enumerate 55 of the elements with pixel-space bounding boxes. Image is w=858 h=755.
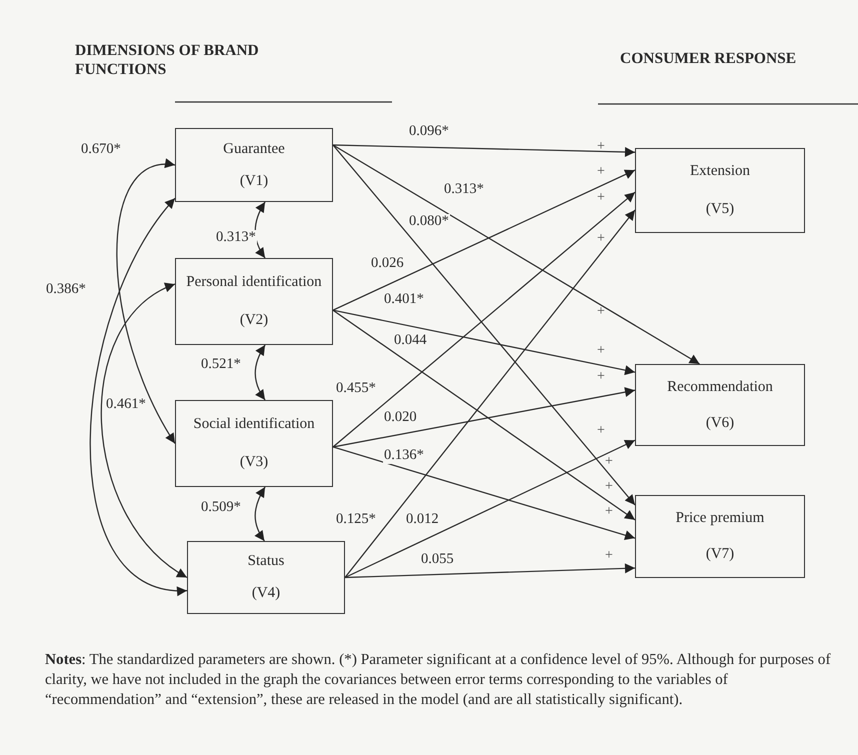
sign-label: + [597, 370, 605, 384]
notes-text: Notes: The standardized parameters are shown. (*) Parameter significant at a confidence level of 95%. Although for purposes of clarity, we have not included in the graph the covariances between error terms corresponding to the variables of “recommendation” and “extension”, these are released in the model (and are all statistically significant). [45, 650, 832, 710]
variable-box [175, 128, 333, 202]
path-arrow [332, 144, 700, 365]
variable-label: Social identification [193, 414, 315, 434]
variable-label: (V5) [706, 200, 734, 219]
edge-label: 0.313* [215, 230, 257, 246]
variable-box [175, 258, 333, 345]
sign-label: + [597, 344, 605, 358]
sign-label: + [605, 549, 613, 563]
path-arrow [344, 440, 636, 578]
path-arrow [344, 210, 636, 578]
path-arrow [332, 446, 636, 540]
variable-box [635, 495, 805, 578]
sign-label: + [597, 191, 605, 205]
sign-label: + [605, 455, 613, 469]
path-arrow [332, 310, 636, 520]
covariance-arrow [254, 344, 266, 400]
sign-label: + [597, 305, 605, 319]
variable-box [635, 364, 805, 446]
column-heading: CONSUMER RESPONSE [620, 50, 798, 69]
variable-label: Guarantee [223, 140, 285, 158]
path-arrow [332, 144, 636, 506]
path-arrow [332, 310, 636, 376]
variable-label: Extension [690, 162, 750, 182]
column-heading: DIMENSIONS OF BRAND FUNCTIONS [75, 42, 260, 80]
sign-label: + [597, 232, 605, 246]
sign-label: + [597, 140, 605, 154]
variable-label: Status [248, 552, 284, 572]
path-arrow [332, 170, 636, 311]
covariance-arrow [100, 284, 188, 578]
variable-label: (V6) [706, 414, 734, 432]
variable-box [175, 400, 333, 487]
variable-label: (V2) [240, 311, 268, 330]
variable-label: (V3) [240, 453, 268, 472]
variable-box [187, 541, 345, 614]
sign-label: + [605, 480, 613, 494]
variable-label: Personal identification [186, 272, 322, 292]
variable-label: Price premium [676, 508, 764, 528]
sign-label: + [597, 424, 605, 438]
path-arrow [344, 563, 636, 578]
path-arrow [332, 144, 636, 157]
path-arrow [332, 192, 636, 448]
covariance-arrow [254, 486, 266, 542]
covariance-arrow [90, 198, 188, 594]
sign-label: + [597, 165, 605, 179]
variable-label: Recommendation [667, 378, 773, 396]
covariance-arrow [116, 160, 176, 444]
variable-label: (V1) [240, 172, 268, 190]
path-arrow [332, 387, 636, 448]
variable-label: (V4) [252, 584, 280, 603]
variable-box [635, 148, 805, 233]
sign-label: + [605, 505, 613, 519]
variable-label: (V7) [706, 545, 734, 564]
edge-label: 0.136* [383, 448, 425, 464]
